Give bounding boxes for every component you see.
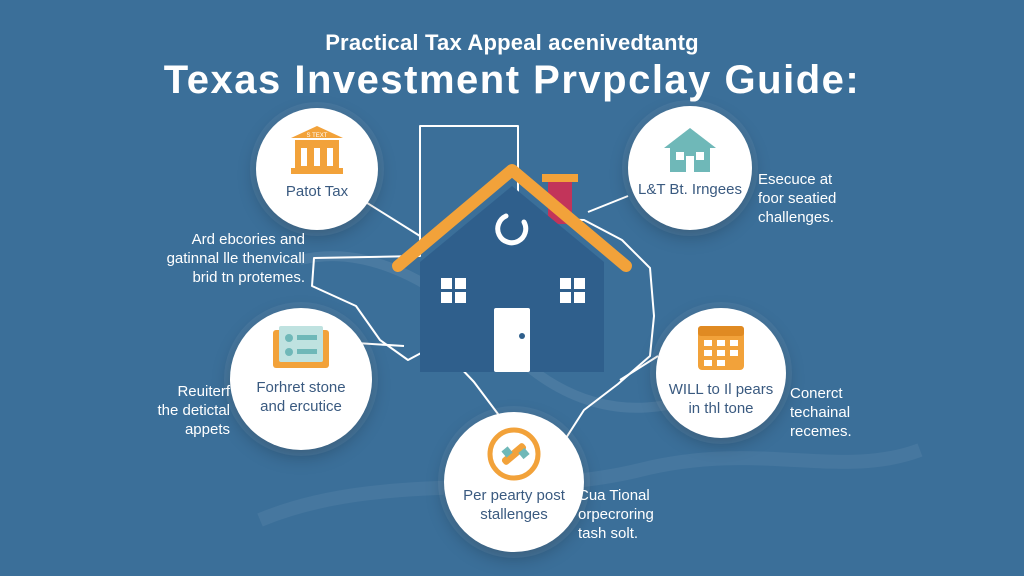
chimney-cap xyxy=(542,174,578,182)
node-label-line: in thl tone xyxy=(688,400,754,417)
node-calendar: WILL to Il pears in thl tone xyxy=(656,308,786,438)
note-line: the detictal xyxy=(157,402,230,419)
note-bottom: Cua Tional orpecroring tash solt. xyxy=(578,486,698,543)
node-label: WILL to Il pears in thl tone xyxy=(656,380,786,418)
note-line: Esecuce at xyxy=(758,171,833,188)
node-lt-bt: L&T Bt. Irngees xyxy=(628,106,752,230)
node-label-line: Per pearty post xyxy=(463,487,565,504)
connector-mid-right xyxy=(619,355,659,381)
node-label: Per pearty post stallenges xyxy=(444,486,584,524)
note-line: Cua Tional xyxy=(578,487,650,504)
node-label-line: stallenges xyxy=(480,506,548,523)
background-swoosh-2 xyxy=(257,443,923,527)
node-label: L&T Bt. Irngees xyxy=(638,181,742,198)
node-label-line: WILL to Il pears xyxy=(668,381,774,398)
note-mid-right: Conerct techainal recemes. xyxy=(790,384,910,441)
node-label: Patot Tax xyxy=(285,183,349,200)
note-line: appets xyxy=(184,421,230,438)
window-right xyxy=(560,278,585,303)
calendar-icon xyxy=(698,326,744,370)
node-document: Forhret stone and ercutice xyxy=(230,308,372,450)
door-knob xyxy=(519,333,525,339)
note-top-left: Ard ebcories and gatinnal lle thenvicall… xyxy=(120,230,305,287)
house-roof xyxy=(392,164,632,272)
house-body xyxy=(420,186,604,372)
note-line: Ard ebcories and xyxy=(191,231,305,248)
note-line: techainal xyxy=(790,404,851,421)
node-wrench: Per pearty post stallenges xyxy=(444,412,584,552)
document-icon xyxy=(273,326,329,368)
page-title: Texas Investment Prvpclay Guide: xyxy=(163,58,861,102)
window-left xyxy=(441,278,466,303)
note-line: foor seatied xyxy=(758,190,837,207)
node-label-line: Forhret stone xyxy=(256,379,346,396)
note-line: tash solt. xyxy=(578,525,639,542)
note-top-right: Esecuce at foor seatied challenges. xyxy=(758,170,908,227)
connector-top-right xyxy=(587,195,629,213)
page-kicker: Practical Tax Appeal acenivedtantg xyxy=(325,30,699,55)
note-mid-left: Reuiterf the detictal appets xyxy=(118,382,230,439)
house-icon xyxy=(664,128,716,172)
note-line: recemes. xyxy=(790,423,852,440)
wrench-icon xyxy=(487,427,541,481)
note-line: orpecroring xyxy=(578,506,654,523)
note-line: brid tn protemes. xyxy=(192,269,305,286)
note-line: Reuiterf xyxy=(177,383,230,400)
house-illustration xyxy=(392,164,632,372)
node-property-tax: S TEXT Patot Tax xyxy=(256,108,378,230)
house-door xyxy=(494,308,530,372)
refresh-icon xyxy=(495,213,529,246)
svg-text:S TEXT: S TEXT xyxy=(307,133,328,139)
note-line: gatinnal lle thenvicall xyxy=(166,250,305,267)
node-label: Forhret stone and ercutice xyxy=(230,378,372,416)
node-label-line: and ercutice xyxy=(260,398,342,415)
courthouse-icon: S TEXT xyxy=(291,126,343,174)
note-line: Conerct xyxy=(790,385,843,402)
note-line: challenges. xyxy=(758,209,834,226)
